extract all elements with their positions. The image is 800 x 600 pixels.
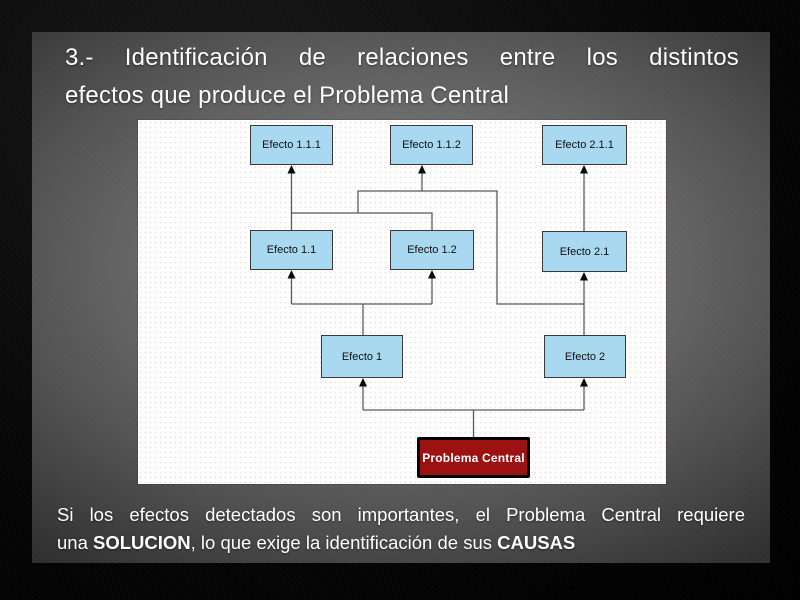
effect-box-efecto-1-2: Efecto 1.2 [390, 230, 474, 270]
effect-box-efecto-1-1-1: Efecto 1.1.1 [250, 125, 333, 165]
diagram-connectors [287, 165, 588, 437]
connector-efecto1-split [290, 274, 433, 335]
problema-central-box: Problema Central [417, 437, 530, 478]
effect-box-efecto-2-1: Efecto 2.1 [542, 231, 627, 272]
connector-cross-link [357, 190, 584, 305]
slide-title-line-2: efectos que produce el Problema Central [65, 82, 510, 109]
effect-box-efecto-1: Efecto 1 [321, 335, 403, 378]
slide-title-line-1: 3.- Identificación de relaciones entre l… [65, 44, 739, 71]
connector-efecto12-top-join [291, 212, 433, 230]
effect-box-efecto-1-1-2: Efecto 1.1.2 [390, 125, 473, 165]
effect-box-efecto-2-1-1: Efecto 2.1.1 [542, 125, 627, 165]
footer-line-2-pre: una [57, 532, 94, 553]
footer-line-2: una SOLUCION, lo que exige la identifica… [57, 529, 745, 557]
slide-title: 3.- Identificación de relaciones entre l… [65, 39, 739, 115]
footer-causas-bold: CAUSAS [497, 532, 576, 553]
effect-box-efecto-2: Efecto 2 [544, 335, 626, 378]
footer-solucion-bold: SOLUCION [93, 532, 191, 553]
slide-background: 3.- Identificación de relaciones entre l… [32, 32, 770, 563]
connector-problema-split [362, 382, 585, 437]
slide-footer-text: Si los efectos detectados son importante… [57, 501, 745, 557]
effect-box-efecto-1-1: Efecto 1.1 [250, 230, 333, 270]
effects-diagram-panel: Efecto 1.1.1 Efecto 1.1.2 Efecto 2.1.1 E… [138, 120, 666, 484]
footer-line-1: Si los efectos detectados son importante… [57, 504, 745, 525]
footer-line-2-mid: , lo que exige la identificación de sus [190, 532, 498, 553]
